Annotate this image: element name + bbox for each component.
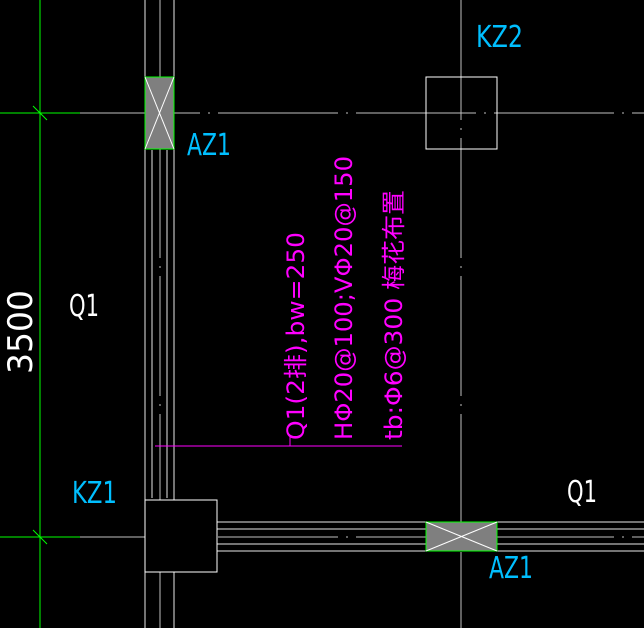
label-kz2: KZ2 <box>476 20 523 55</box>
az1-bottom-column[interactable] <box>425 521 498 552</box>
label-az1-bottom: AZ1 <box>489 551 533 586</box>
dimension-tick-bottom <box>32 529 48 545</box>
az1-top-column[interactable] <box>144 76 175 150</box>
label-kz1: KZ1 <box>72 476 117 511</box>
wall-annotation-line3: tb:Φ6@300 梅花布置 <box>380 190 408 440</box>
label-q1-right: Q1 <box>567 475 597 510</box>
kz1-column[interactable] <box>144 499 218 573</box>
wall-annotation-line1: Q1(2排),bw=250 <box>282 232 310 440</box>
dimension-text: 3500 <box>1 290 41 374</box>
kz2-column[interactable] <box>425 76 498 150</box>
wall-annotation-line2: HΦ20@100;VΦ20@150 <box>330 156 358 440</box>
label-az1-top: AZ1 <box>187 128 231 163</box>
dimension-tick-top <box>32 105 48 121</box>
label-q1-left: Q1 <box>69 289 99 324</box>
dimension-lines <box>0 0 80 628</box>
annotation-leader <box>155 435 402 447</box>
